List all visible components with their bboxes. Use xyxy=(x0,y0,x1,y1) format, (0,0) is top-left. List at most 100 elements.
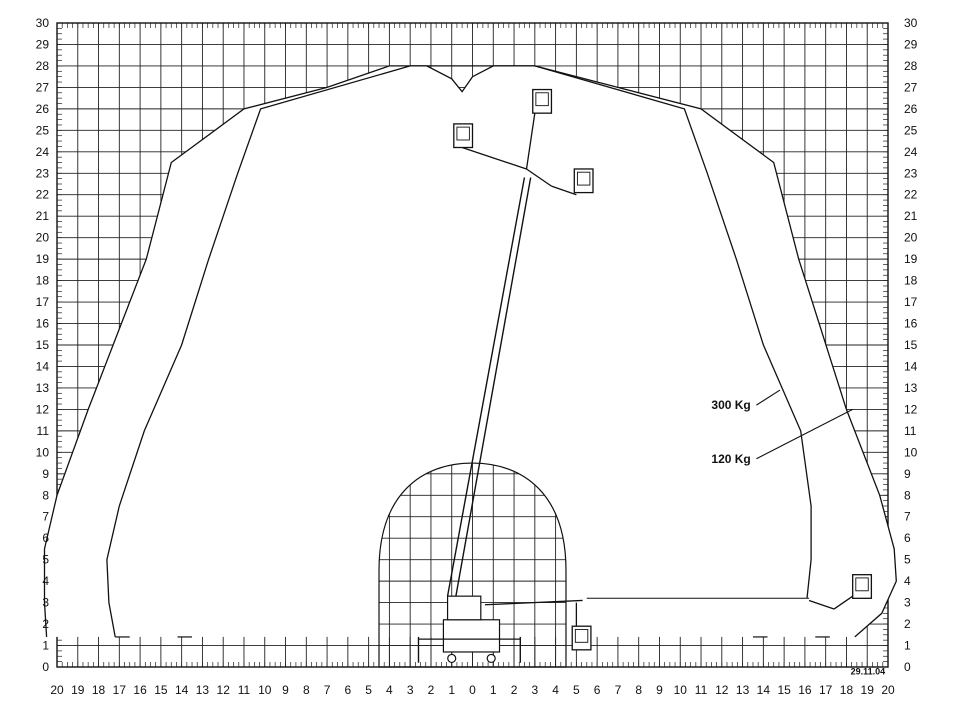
y-tick-label-left: 0 xyxy=(42,660,49,674)
x-tick-label: 3 xyxy=(407,683,414,697)
y-tick-label-left: 9 xyxy=(42,467,49,481)
x-tick-label: 5 xyxy=(365,683,372,697)
x-tick-label: 7 xyxy=(615,683,622,697)
x-tick-label: 11 xyxy=(238,683,251,697)
y-tick-label-left: 1 xyxy=(42,639,49,653)
y-tick-label-right: 20 xyxy=(904,231,918,245)
y-tick-label-right: 25 xyxy=(904,123,918,137)
y-tick-label-left: 5 xyxy=(42,553,49,567)
y-tick-label-right: 5 xyxy=(904,553,911,567)
y-tick-label-right: 11 xyxy=(904,424,917,438)
y-tick-label-right: 13 xyxy=(904,381,918,395)
y-tick-label-left: 18 xyxy=(36,274,50,288)
x-tick-label: 6 xyxy=(594,683,601,697)
x-tick-label: 8 xyxy=(635,683,642,697)
y-tick-label-right: 4 xyxy=(904,574,911,588)
x-tick-label: 4 xyxy=(552,683,559,697)
y-tick-label-right: 12 xyxy=(904,402,918,416)
y-tick-label-right: 1 xyxy=(904,639,911,653)
y-tick-label-left: 25 xyxy=(36,123,50,137)
y-tick-label-left: 29 xyxy=(36,37,50,51)
y-tick-label-left: 13 xyxy=(36,381,50,395)
leader-line xyxy=(756,408,853,460)
main-boom xyxy=(446,177,526,597)
x-tick-label: 9 xyxy=(656,683,663,697)
y-tick-label-right: 2 xyxy=(904,617,911,631)
y-tick-label-right: 30 xyxy=(904,16,918,30)
x-tick-label: 12 xyxy=(217,683,231,697)
y-tick-label-left: 23 xyxy=(36,166,50,180)
x-tick-label: 11 xyxy=(695,683,708,697)
y-tick-label-right: 19 xyxy=(904,252,918,266)
y-tick-label-right: 29 xyxy=(904,37,918,51)
x-tick-label: 17 xyxy=(113,683,127,697)
x-tick-label: 15 xyxy=(777,683,791,697)
x-tick-label: 13 xyxy=(196,683,210,697)
y-tick-label-right: 28 xyxy=(904,59,918,73)
y-tick-label-left: 21 xyxy=(36,209,50,223)
y-tick-label-right: 14 xyxy=(904,359,918,373)
y-tick-label-left: 26 xyxy=(36,102,50,116)
x-tick-label: 10 xyxy=(258,683,272,697)
label-120kg: 120 Kg xyxy=(711,452,750,466)
y-tick-label-left: 15 xyxy=(36,338,50,352)
y-tick-label-right: 23 xyxy=(904,166,918,180)
x-tick-label: 12 xyxy=(715,683,729,697)
y-tick-label-left: 10 xyxy=(36,445,50,459)
y-tick-label-left: 24 xyxy=(36,145,50,159)
y-tick-label-right: 24 xyxy=(904,145,918,159)
y-tick-label-left: 22 xyxy=(36,188,50,202)
x-tick-label: 20 xyxy=(881,683,895,697)
y-tick-label-left: 2 xyxy=(42,617,49,631)
y-tick-label-left: 8 xyxy=(42,488,49,502)
truck-body xyxy=(442,619,501,653)
envelopes xyxy=(43,65,897,638)
x-tick-label: 16 xyxy=(133,683,147,697)
x-tick-label: 14 xyxy=(757,683,771,697)
basket-left-rail xyxy=(456,126,470,141)
y-tick-label-right: 27 xyxy=(904,80,918,94)
jib-right xyxy=(551,185,577,196)
basket-far-rail xyxy=(855,577,869,592)
y-tick-label-right: 26 xyxy=(904,102,918,116)
x-tick-label: 20 xyxy=(50,683,64,697)
basket-right-rail xyxy=(576,171,591,186)
y-tick-label-right: 8 xyxy=(904,488,911,502)
envelope-fill xyxy=(44,65,897,637)
y-tick-label-left: 16 xyxy=(36,317,50,331)
x-tick-label: 1 xyxy=(448,683,455,697)
y-tick-label-right: 10 xyxy=(904,445,918,459)
x-tick-label: 13 xyxy=(736,683,750,697)
y-tick-label-right: 18 xyxy=(904,274,918,288)
jib-up xyxy=(525,113,536,170)
y-tick-label-right: 3 xyxy=(904,596,911,610)
envelope-120kg xyxy=(43,65,897,638)
y-tick-label-right: 21 xyxy=(904,209,918,223)
x-tick-label: 18 xyxy=(840,683,854,697)
turret xyxy=(446,595,482,621)
x-tick-label: 4 xyxy=(386,683,393,697)
folded-boom xyxy=(484,599,583,606)
y-tick-label-left: 20 xyxy=(36,231,50,245)
y-tick-label-left: 28 xyxy=(36,59,50,73)
date-label: 29.11.04 xyxy=(851,667,886,677)
wheel xyxy=(486,653,496,664)
jib-right xyxy=(526,168,552,187)
y-tick-label-left: 30 xyxy=(36,16,50,30)
x-tick-label: 19 xyxy=(71,683,85,697)
y-tick-label-left: 7 xyxy=(42,510,49,524)
jib-left xyxy=(461,146,527,170)
y-tick-label-left: 4 xyxy=(42,574,49,588)
y-tick-label-left: 11 xyxy=(37,424,50,438)
y-tick-label-left: 17 xyxy=(36,295,50,309)
y-tick-label-left: 6 xyxy=(42,531,49,545)
aerial-platform-drawing xyxy=(417,88,873,664)
wheel xyxy=(447,653,457,664)
y-tick-label-right: 7 xyxy=(904,510,911,524)
jib-far xyxy=(833,595,854,610)
basket-top-rail xyxy=(535,92,549,107)
y-tick-label-left: 19 xyxy=(36,252,50,266)
x-tick-label: 2 xyxy=(511,683,518,697)
